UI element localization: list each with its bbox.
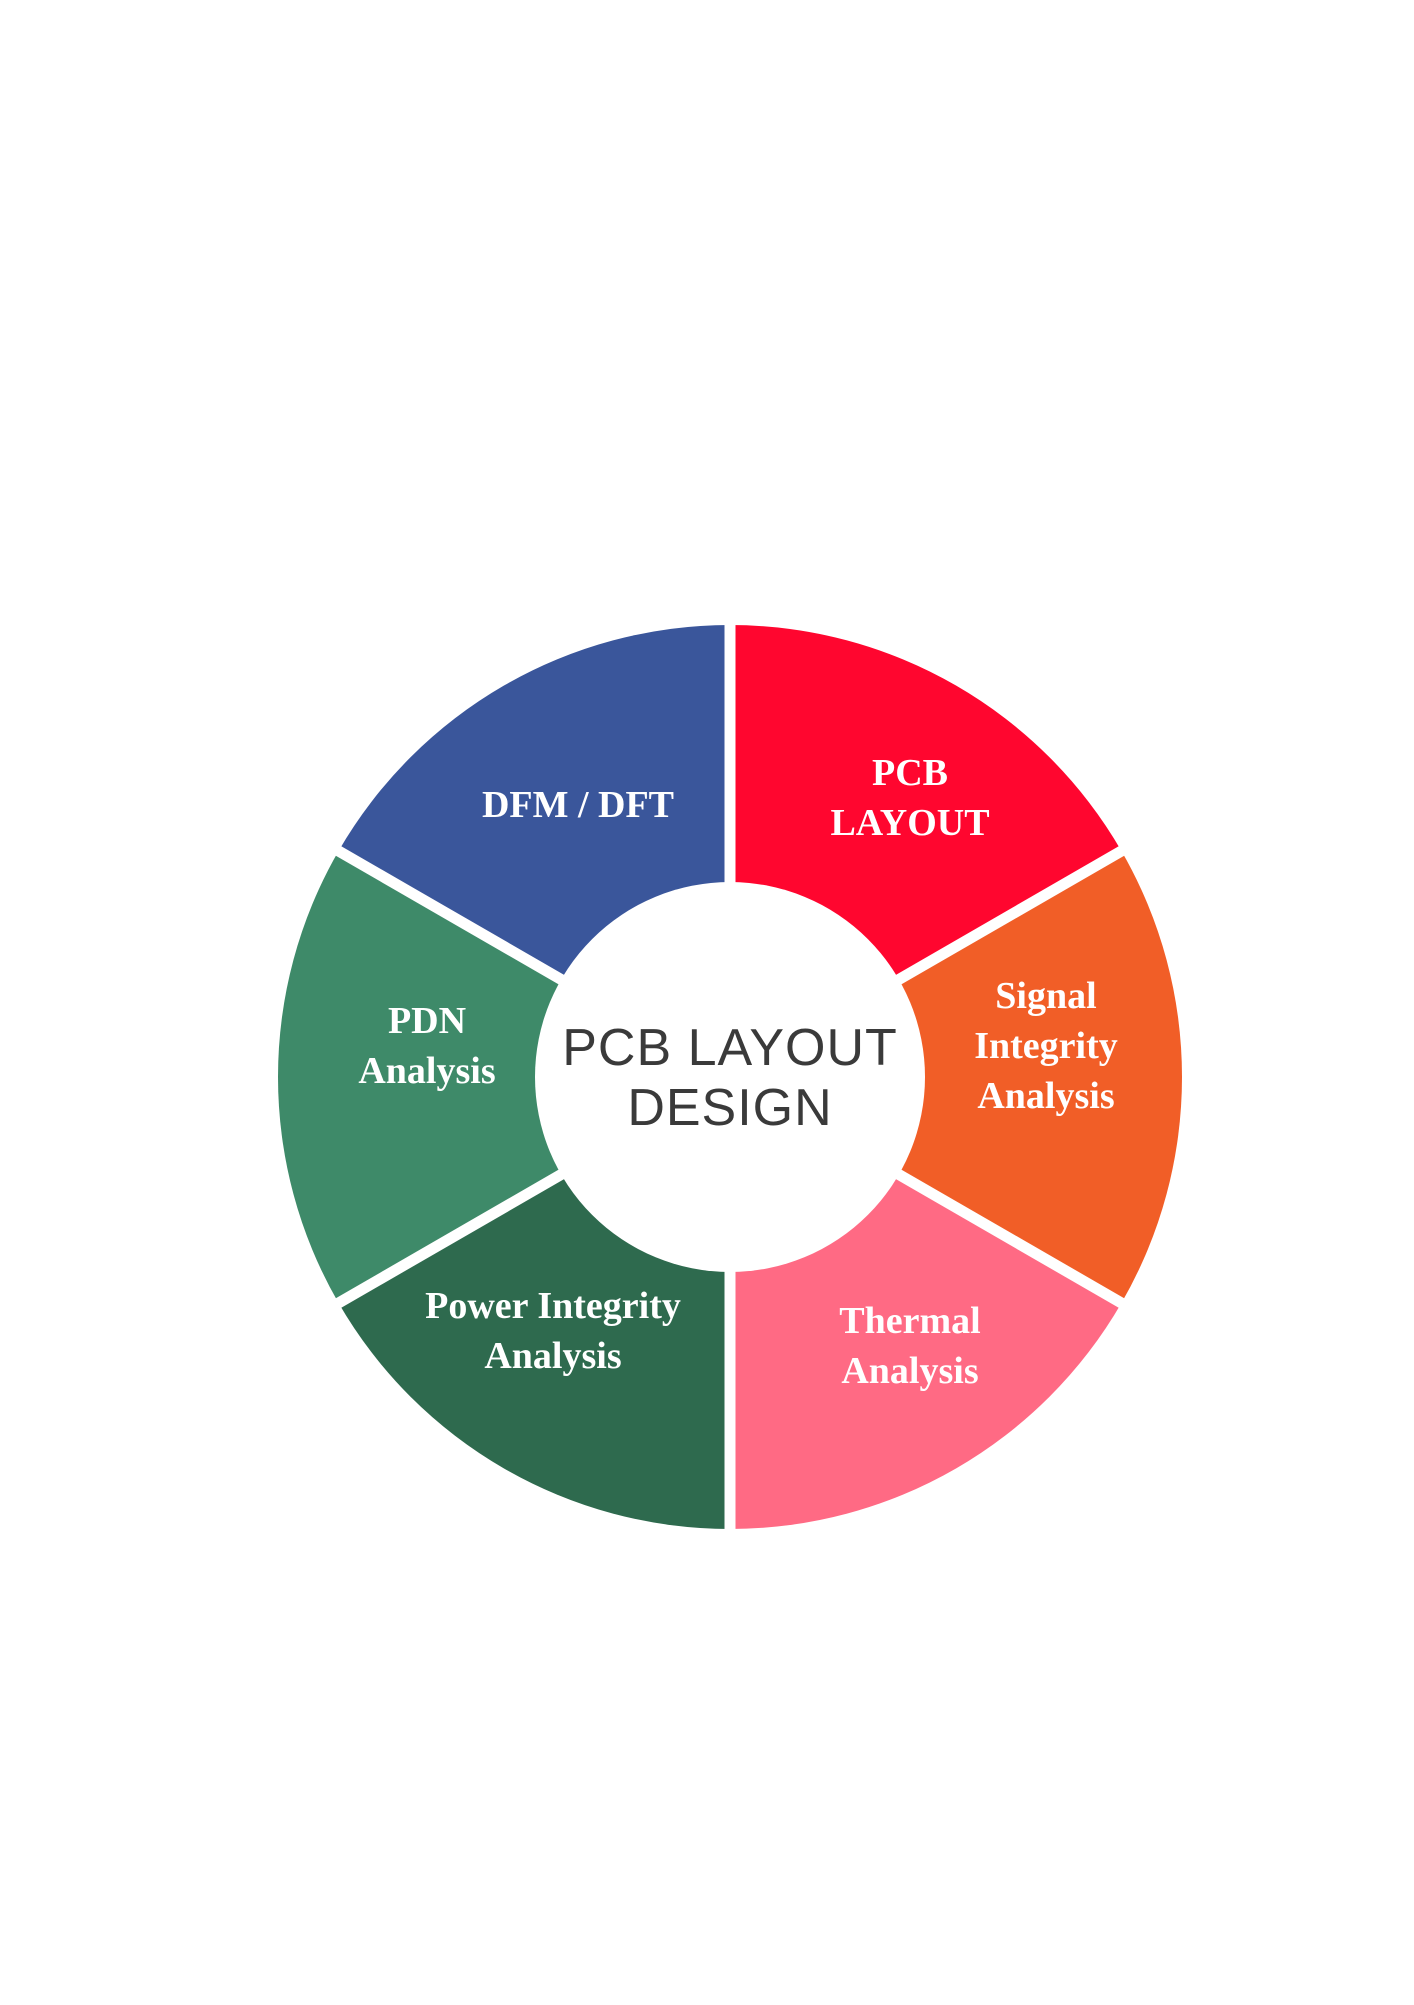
segment-label-line: Analysis [841, 1350, 978, 1392]
segment-label-pdn-analysis: PDN Analysis [358, 1000, 495, 1092]
center-label-line: PCB LAYOUT [562, 1019, 898, 1077]
segment-label-line: Analysis [484, 1335, 621, 1377]
center-hub [535, 882, 925, 1272]
segment-label-pcb-layout: PCB LAYOUT [830, 752, 989, 844]
segment-label-line: Integrity [974, 1025, 1118, 1067]
segment-label-line: Analysis [358, 1050, 495, 1092]
segment-label-line: PDN [388, 1000, 466, 1042]
segment-pdn-analysis [278, 851, 730, 1303]
segment-label-line: DFM / DFT [482, 784, 674, 826]
segment-label-line: LAYOUT [830, 802, 989, 844]
segment-label-dfm-dft: DFM / DFT [482, 784, 674, 826]
center-label-line: DESIGN [627, 1079, 832, 1137]
segment-label-line: Analysis [977, 1075, 1114, 1117]
segment-label-line: Power Integrity [425, 1285, 681, 1327]
segment-label-line: Thermal [839, 1300, 980, 1342]
segment-signal-integrity-analysis [730, 851, 1182, 1303]
segment-label-line: Signal [995, 975, 1096, 1017]
segment-label-line: PCB [872, 752, 948, 794]
